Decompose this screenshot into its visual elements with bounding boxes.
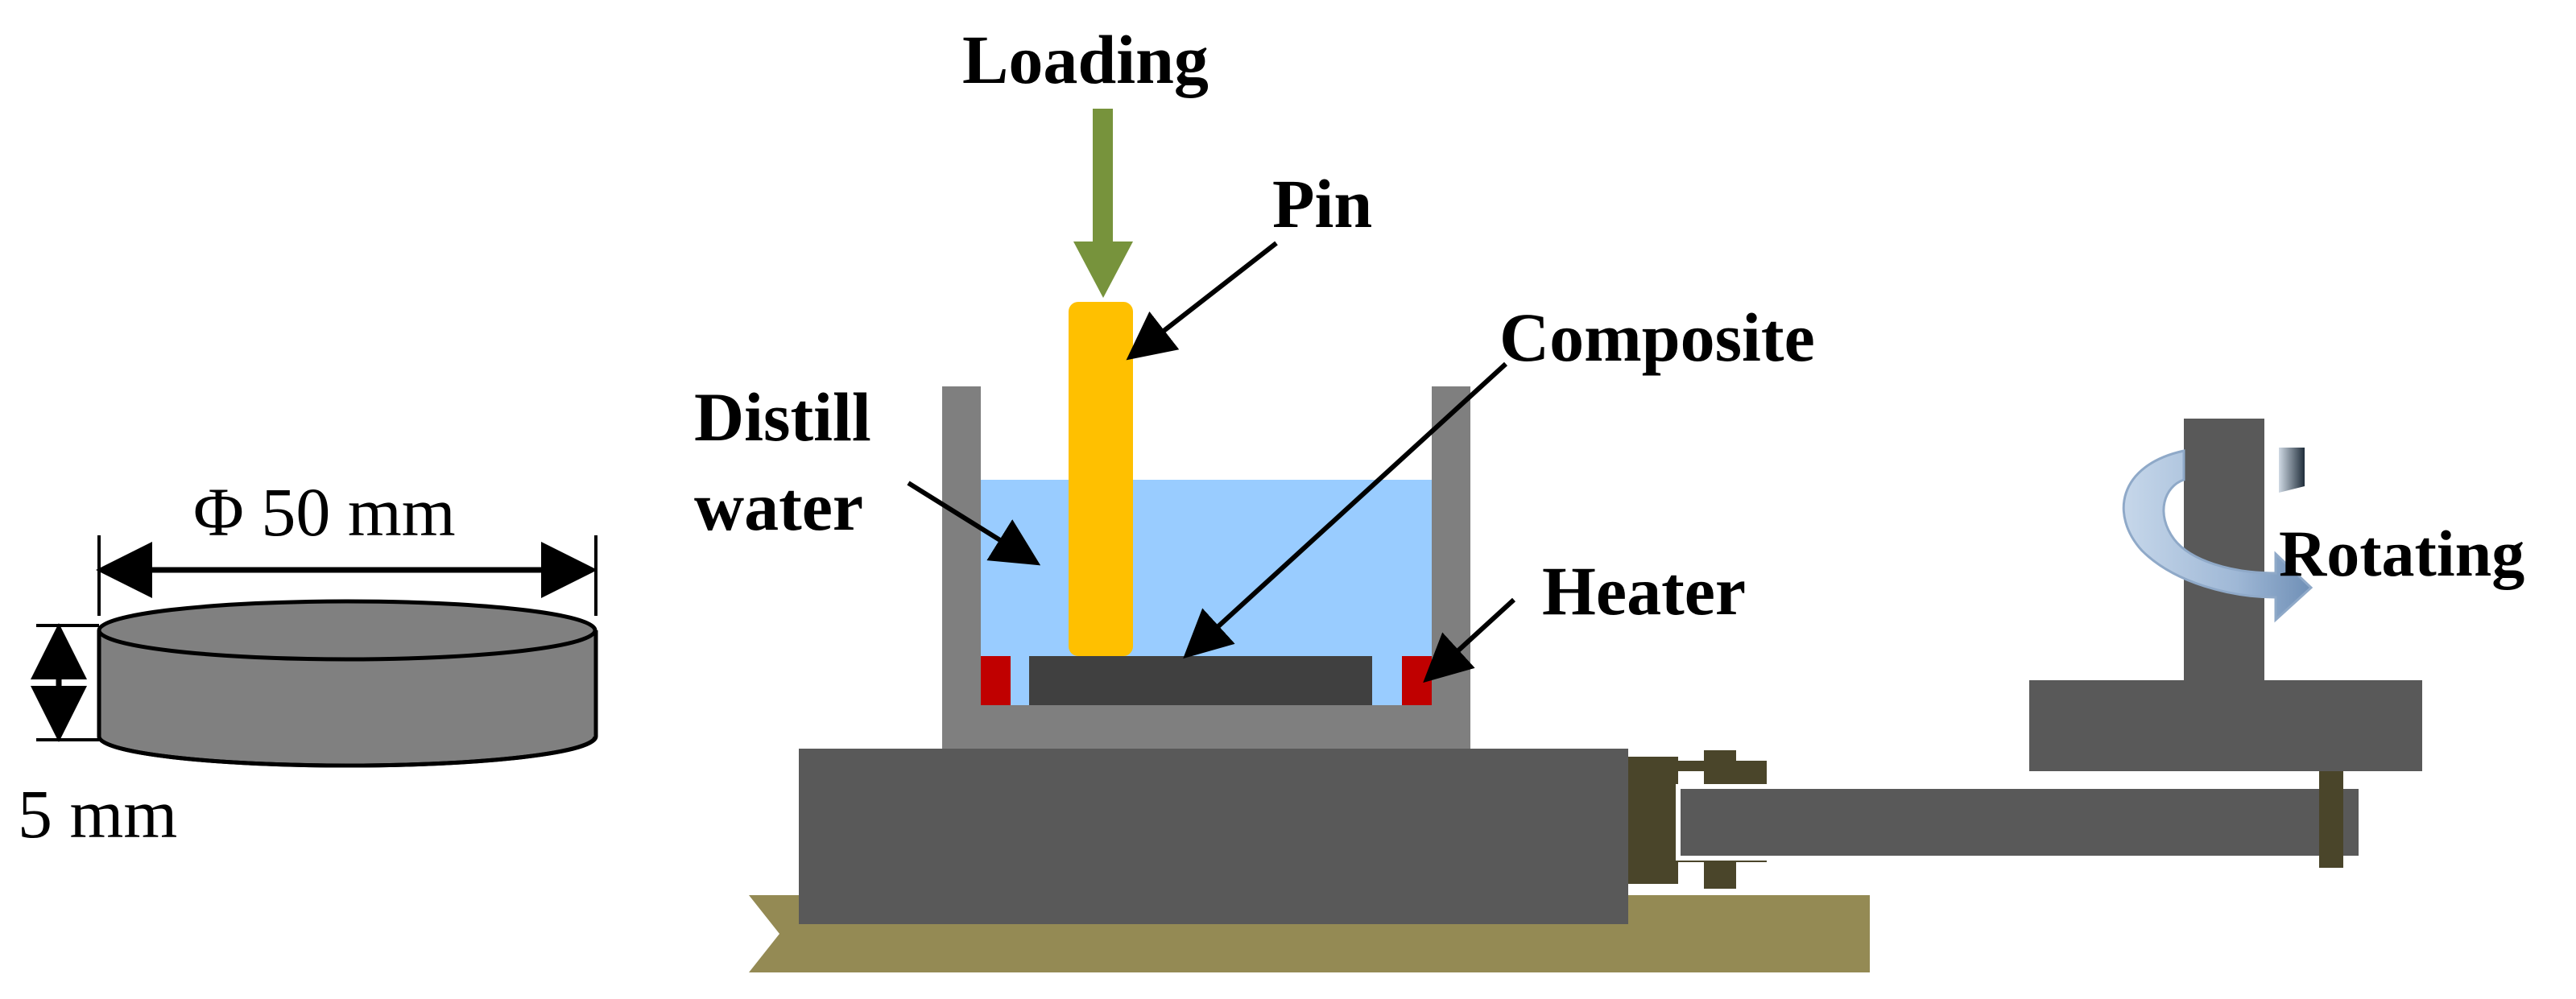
pin-label: Pin — [1272, 165, 1372, 242]
composite-plate — [1029, 656, 1372, 705]
diameter-label: Φ 50 mm — [193, 473, 456, 551]
loading-label: Loading — [962, 21, 1209, 98]
heater-label: Heater — [1542, 552, 1746, 630]
distill-water-label-line2: water — [694, 468, 863, 545]
loading-arrow-icon — [1073, 109, 1133, 298]
composite-label: Composite — [1499, 299, 1815, 376]
water-leader-arrow — [907, 481, 1041, 566]
diameter-dimension — [96, 535, 597, 616]
rotating-label: Rotating — [2279, 517, 2524, 590]
heater-right — [1402, 656, 1432, 705]
rotation-arrow-icon — [2122, 448, 2313, 623]
water-container — [942, 386, 1470, 749]
thickness-dimension — [31, 623, 99, 742]
heater-leader-arrow — [1423, 597, 1516, 683]
specimen-disc — [97, 599, 598, 768]
pin-leader-arrow — [1126, 241, 1278, 361]
machine-base-block — [799, 749, 1628, 924]
drive-shaft — [1676, 771, 2363, 868]
pin — [1069, 302, 1133, 656]
rotating-spindle — [2029, 419, 2422, 771]
composite-leader-arrow — [1183, 361, 1508, 659]
thickness-label: 5 mm — [18, 775, 177, 852]
heater-left — [981, 656, 1011, 705]
distill-water-label-line1: Distill — [694, 378, 871, 456]
